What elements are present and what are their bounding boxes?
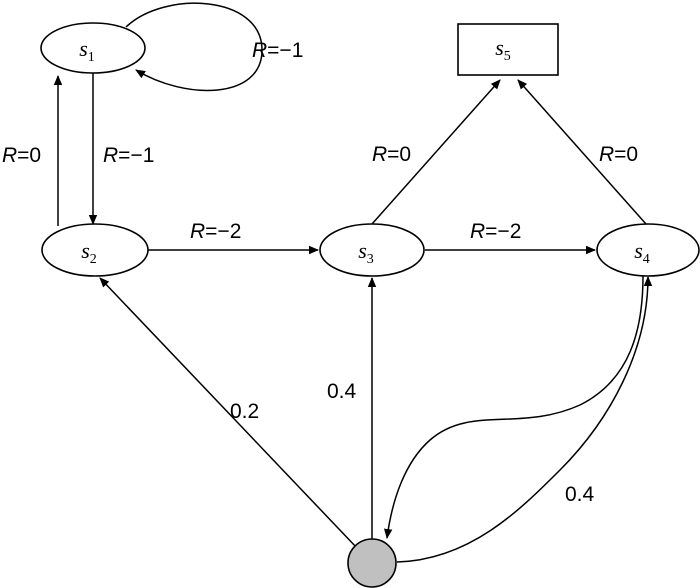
- state-s1: s1: [40, 22, 146, 74]
- edge-chance-to-s4: [396, 276, 653, 563]
- state-s5-terminal: s5: [457, 23, 559, 76]
- state-s2: s2: [41, 223, 149, 277]
- label-s4-to-s5: R=0: [599, 143, 638, 166]
- edge-s4-to-s5: [517, 79, 647, 225]
- label-prob-to-s3: 0.4: [327, 380, 357, 403]
- state-s4-label: s4: [634, 238, 650, 267]
- state-s4: s4: [596, 223, 700, 277]
- state-s1-label: s1: [79, 36, 95, 65]
- state-s3: s3: [319, 223, 425, 277]
- edge-chance-to-s2: [99, 277, 358, 549]
- state-s2-label: s2: [81, 238, 97, 267]
- label-s1-self: R=−1: [252, 39, 303, 62]
- state-s3-label: s3: [358, 238, 374, 267]
- label-s2-to-s1: R=0: [2, 144, 41, 167]
- edge-s4-to-chance: [384, 275, 644, 539]
- state-s5-label: s5: [495, 35, 511, 64]
- chance-node: [347, 538, 397, 588]
- label-s3-to-s5: R=0: [372, 143, 411, 166]
- label-prob-to-s4: 0.4: [565, 483, 595, 506]
- label-s2-to-s3: R=−2: [190, 220, 241, 243]
- label-s3-to-s4: R=−2: [470, 220, 521, 243]
- edge-s3-to-s5: [371, 79, 501, 225]
- label-s1-to-s2: R=−1: [103, 144, 154, 167]
- edge-s1-self-loop: [125, 2, 263, 92]
- label-prob-to-s2: 0.2: [230, 400, 259, 423]
